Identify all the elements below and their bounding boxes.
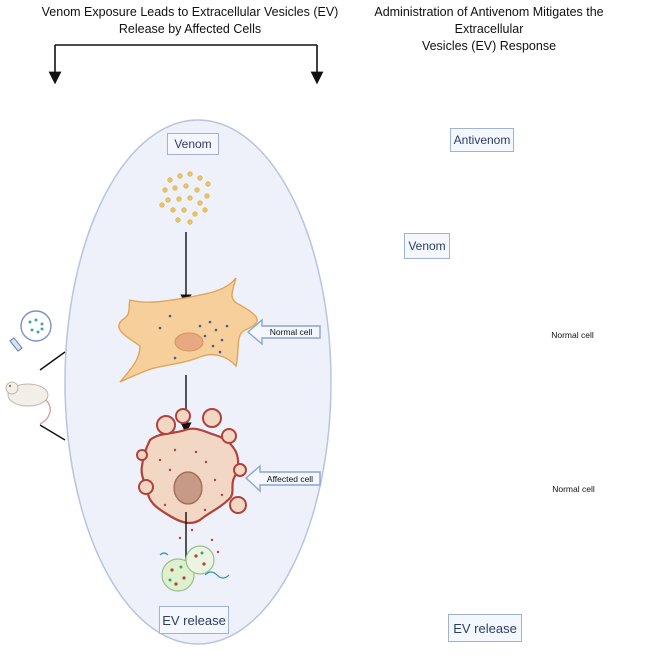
left-venom-particles (159, 171, 211, 225)
right-antivenom-label: Antivenom (450, 128, 514, 152)
right-panel-title: Administration of Antivenom Mitigates th… (344, 4, 634, 55)
right-title-line2: Vesicles (EV) Response (421, 39, 557, 53)
left-title-bracket (48, 44, 324, 85)
left-panel-title: Venom Exposure Leads to Extracellular Ve… (40, 4, 340, 38)
left-title-line2: Release by Affected Cells (118, 22, 262, 36)
left-affected-cell (136, 408, 247, 525)
left-venom-label: Venom (167, 133, 219, 155)
right-venom-label: Venom (404, 233, 450, 259)
right-ev-release-label: EV release (448, 614, 522, 642)
left-affected-cell-label: Affected cell (266, 473, 314, 484)
left-normal-cell (118, 277, 258, 383)
left-title-line1: Venom Exposure Leads to Extracellular Ve… (41, 5, 339, 19)
right-title-line1: Administration of Antivenom Mitigates th… (374, 5, 604, 36)
left-panel-oval (64, 119, 332, 645)
left-mouse-illustration (5, 310, 66, 441)
left-ev-vesicles (159, 528, 230, 592)
left-ev-release-label: EV release (159, 606, 229, 634)
left-panel (5, 44, 332, 645)
left-affected-cell-pointer (244, 464, 321, 493)
left-normal-cell-pointer (246, 318, 321, 346)
right-normal-cell-top-label: Normal cell (551, 329, 594, 340)
left-normal-cell-label: Normal cell (269, 327, 313, 337)
right-normal-cell-bottom-label: Normal cell (552, 483, 595, 494)
